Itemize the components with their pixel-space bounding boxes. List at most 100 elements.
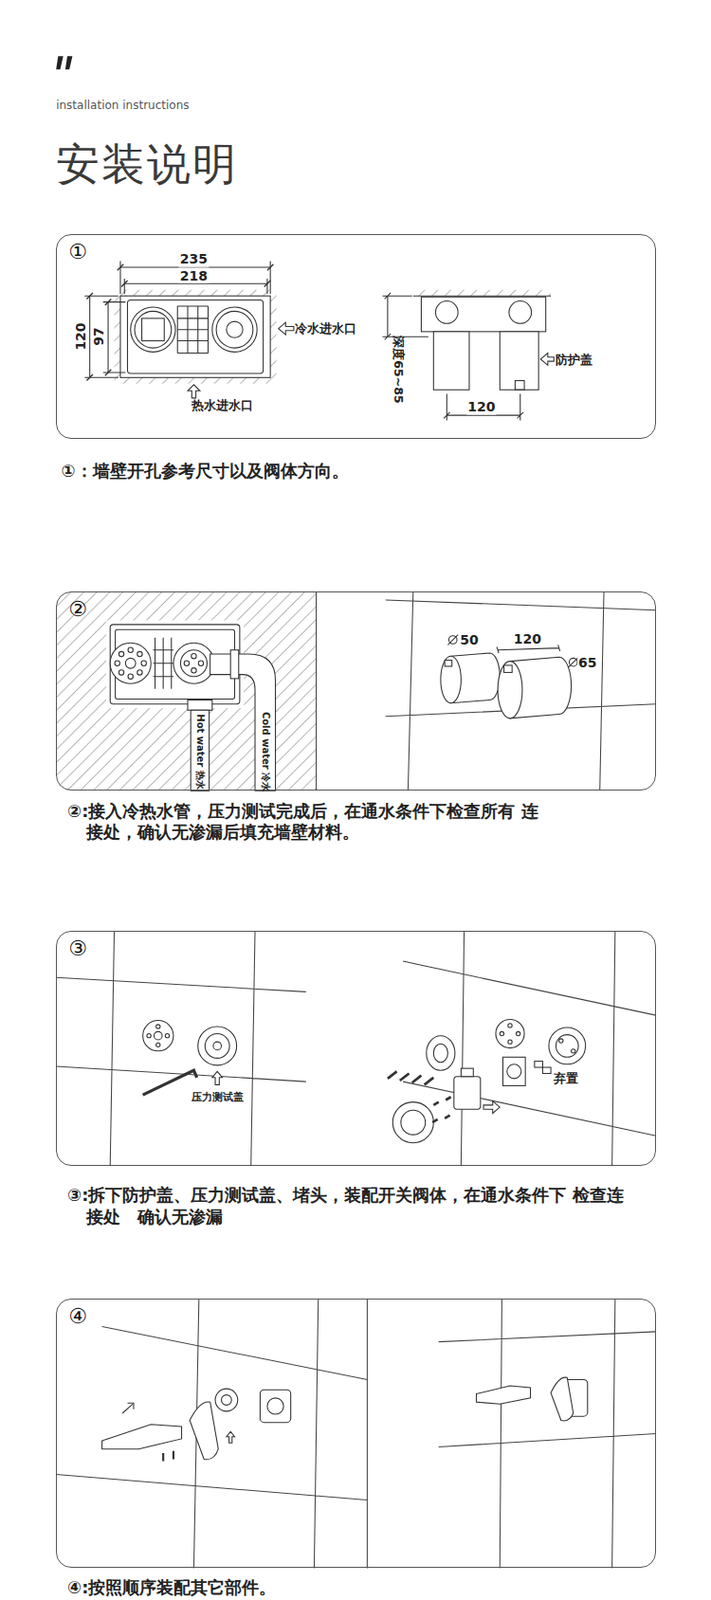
valve-parts-part [164,1034,169,1039]
wall-opening-front-part [142,318,165,342]
part-label: 防护盖 [555,351,593,366]
faucet-parts-part [215,1388,238,1412]
valve-side-view-part [540,352,554,365]
valve-with-pipes-part [118,670,124,675]
wall-opening-front-part [127,300,264,375]
valve-parts-part [499,1031,504,1036]
tiles-part [55,1298,367,1568]
valve-with-pipes-part [187,700,213,711]
valve-parts-part [401,1110,426,1135]
dimension: 120 [466,399,496,416]
valve-parts-part [507,1064,522,1079]
valve-side-view-part [382,292,429,341]
wall-opening-front-part [120,295,271,378]
valve-with-pipes-part [125,657,136,669]
valve-side-view-part [443,394,524,421]
valve-parts-part [542,1067,551,1074]
wall-opening-front-part [278,322,294,335]
valve-with-pipes-part [210,654,276,791]
valve-parts-part [502,1057,526,1086]
valve-side-view-part [509,301,532,325]
part-label: 热水进水口 [191,398,254,413]
wall-opening-front-part [187,384,201,399]
valve-with-pipes [106,620,276,792]
wall-and-tiles [55,591,657,791]
tiles [55,931,657,1167]
wall-opening-front-part [226,321,243,338]
step-panel: ③ [55,930,657,1166]
wall-and-tiles-part [55,591,316,791]
faucet-parts-part [189,1402,219,1460]
wall-opening-front-part [216,310,254,348]
wall-opening-front-part [130,307,176,352]
tiles-part [402,931,657,1167]
callout-number: ③ [68,937,88,961]
valve-parts-part [555,1035,579,1058]
valve-side-view-part [514,381,525,391]
valve-with-pipes-part [191,668,197,674]
valve-side-view-part [435,301,458,325]
valve-with-pipes-part [118,651,124,657]
valve-parts-part [483,1101,500,1114]
valve-parts-part [559,1039,564,1043]
pipe-stubs-part [444,660,453,667]
callout-number: ① [68,240,88,264]
tiles-part [438,1298,657,1568]
valve-side-view-part [433,331,470,390]
valve-parts-part [495,1019,525,1048]
quote-mark [55,55,73,70]
valve-side-view-part [420,296,546,332]
faucet-parts-part [476,1385,531,1404]
step-caption: ①：墙壁开孔参考尺寸以及阀体方向。 [61,460,349,482]
valve-parts-part [156,1024,161,1029]
valve-parts-part [156,1042,161,1047]
valve-parts-part [204,1034,230,1059]
wall-and-tiles-part [316,591,657,791]
valve-with-pipes-part [109,642,151,684]
valve-with-pipes-part [137,651,143,657]
valve-side-view-part [499,331,539,390]
valve-parts-part [534,1061,544,1068]
dimension: 120 [72,322,90,350]
faucet-parts-part [550,1377,574,1422]
wall-opening-front [84,261,294,399]
dimension: 65 [577,655,598,672]
callout-number: ② [68,598,88,621]
valve-parts-part [460,1068,474,1077]
step-caption: ②:接入冷热水管，压力测试完成后，在通水条件下检查所有 连接处，确认无渗漏后填充… [67,801,550,844]
valve-parts-part [432,1096,451,1123]
valve-parts-part [143,1020,174,1052]
dimension: 218 [179,267,209,284]
pipe-label: Hot water 热水 [194,713,206,789]
valve-with-pipes-part [137,670,143,675]
faucet-parts-part [259,1389,291,1422]
wall-opening-front-part [86,264,274,382]
step-caption: ③:拆下防护盖、压力测试盖、堵头，装配开关阀体，在通水条件下 检查连接处 确认无… [67,1185,624,1228]
valve-parts-part [508,1023,512,1028]
dimension: 120 [512,630,543,647]
valve-parts-part [392,1102,434,1144]
step-panel: ④ [55,1298,657,1568]
valve-side-view-part [413,295,551,297]
faucet-parts-part [221,1395,233,1406]
wall-opening-front-part [114,290,277,384]
valve-with-pipes-part [198,660,203,666]
valve-parts [143,1019,586,1143]
part-label: 压力测试盖 [190,1091,245,1104]
valve-with-pipes-part [114,660,120,666]
valve-parts-part [143,1070,198,1095]
part-label: 弃置 [553,1071,579,1086]
valve-with-pipes-part [141,660,146,666]
valve-side-view [382,290,555,421]
wall-opening-front-part [212,307,257,352]
faucet-parts-part [163,1451,174,1462]
tiles-part [55,931,307,1167]
faucet-parts-part [226,1431,236,1443]
step-panel: ① [55,234,657,438]
valve-parts-part [426,1036,456,1072]
valve-parts-part [508,1039,512,1044]
valve-with-pipes-part [173,642,215,684]
valve-parts-part [213,1041,222,1051]
pipe-label: Cold water 冷水 [259,711,272,792]
